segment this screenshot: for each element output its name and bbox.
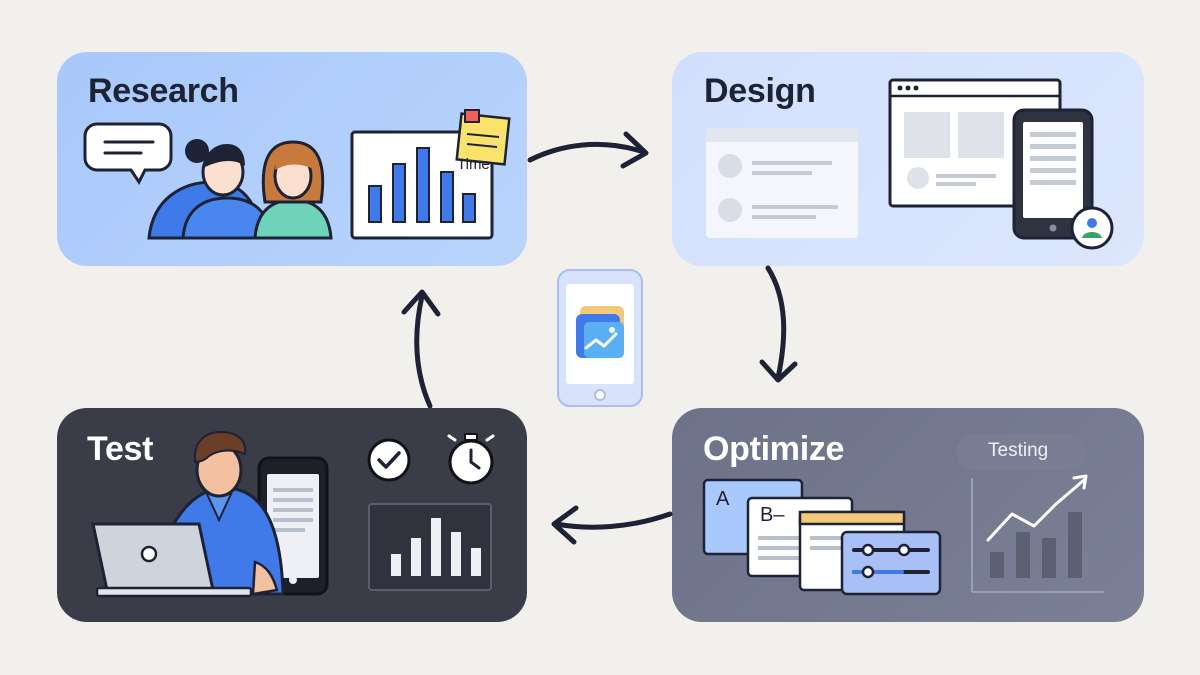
sticky-note-icon — [455, 109, 511, 166]
arrow-optimize-to-test — [551, 505, 673, 545]
optimize-illustration — [702, 434, 1104, 596]
trend-chart-icon — [971, 474, 1104, 593]
users-icon — [147, 139, 333, 240]
user-badge-icon — [1070, 206, 1114, 250]
design-illustration — [706, 78, 1114, 250]
checkmark-icon — [367, 438, 411, 482]
mobile-app-icon — [557, 269, 643, 407]
sliders-icon — [840, 530, 942, 596]
person-with-laptop-icon — [91, 430, 285, 598]
testing-chip-label: Testing — [988, 440, 1049, 461]
optimize-title: Optimize — [703, 430, 845, 468]
stopwatch-icon — [447, 433, 495, 485]
arrow-research-to-design — [527, 131, 649, 169]
sticky-note-label: Time — [457, 156, 490, 173]
testing-chip — [956, 434, 1086, 470]
mobile-phone-icon — [1012, 108, 1094, 240]
variant-b-label: B– — [760, 504, 785, 526]
design-stage-card: Design — [672, 52, 1144, 266]
research-stage-card: Research — [57, 52, 527, 266]
wireframe-card-icon — [706, 128, 858, 238]
test-title: Test — [87, 430, 154, 468]
arrow-test-to-research — [401, 289, 441, 409]
test-illustration — [91, 430, 495, 598]
optimize-stage-card: Optimize — [672, 408, 1144, 622]
chat-bubble-icon — [83, 122, 173, 185]
research-illustration — [83, 109, 511, 240]
test-stage-card: Test — [57, 408, 527, 622]
bar-chart-icon — [368, 503, 492, 591]
variant-a-label: A — [716, 488, 730, 510]
arrow-design-to-optimize — [759, 265, 798, 383]
research-title: Research — [88, 72, 239, 110]
design-title: Design — [704, 72, 816, 110]
